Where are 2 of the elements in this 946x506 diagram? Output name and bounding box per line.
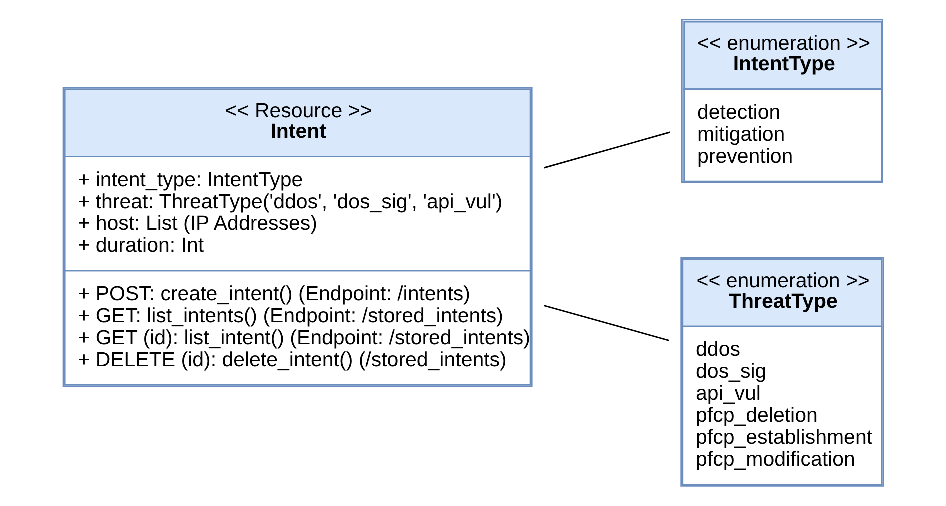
connector [544,305,669,342]
connector [544,132,670,169]
